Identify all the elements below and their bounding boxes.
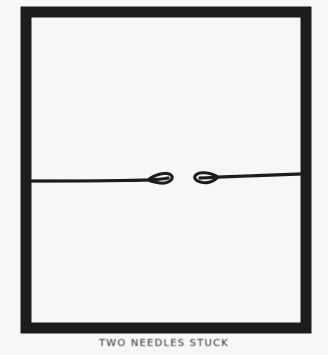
figure-caption: TWO NEEDLES STUCK (0, 338, 328, 349)
square-frame (26, 12, 306, 328)
